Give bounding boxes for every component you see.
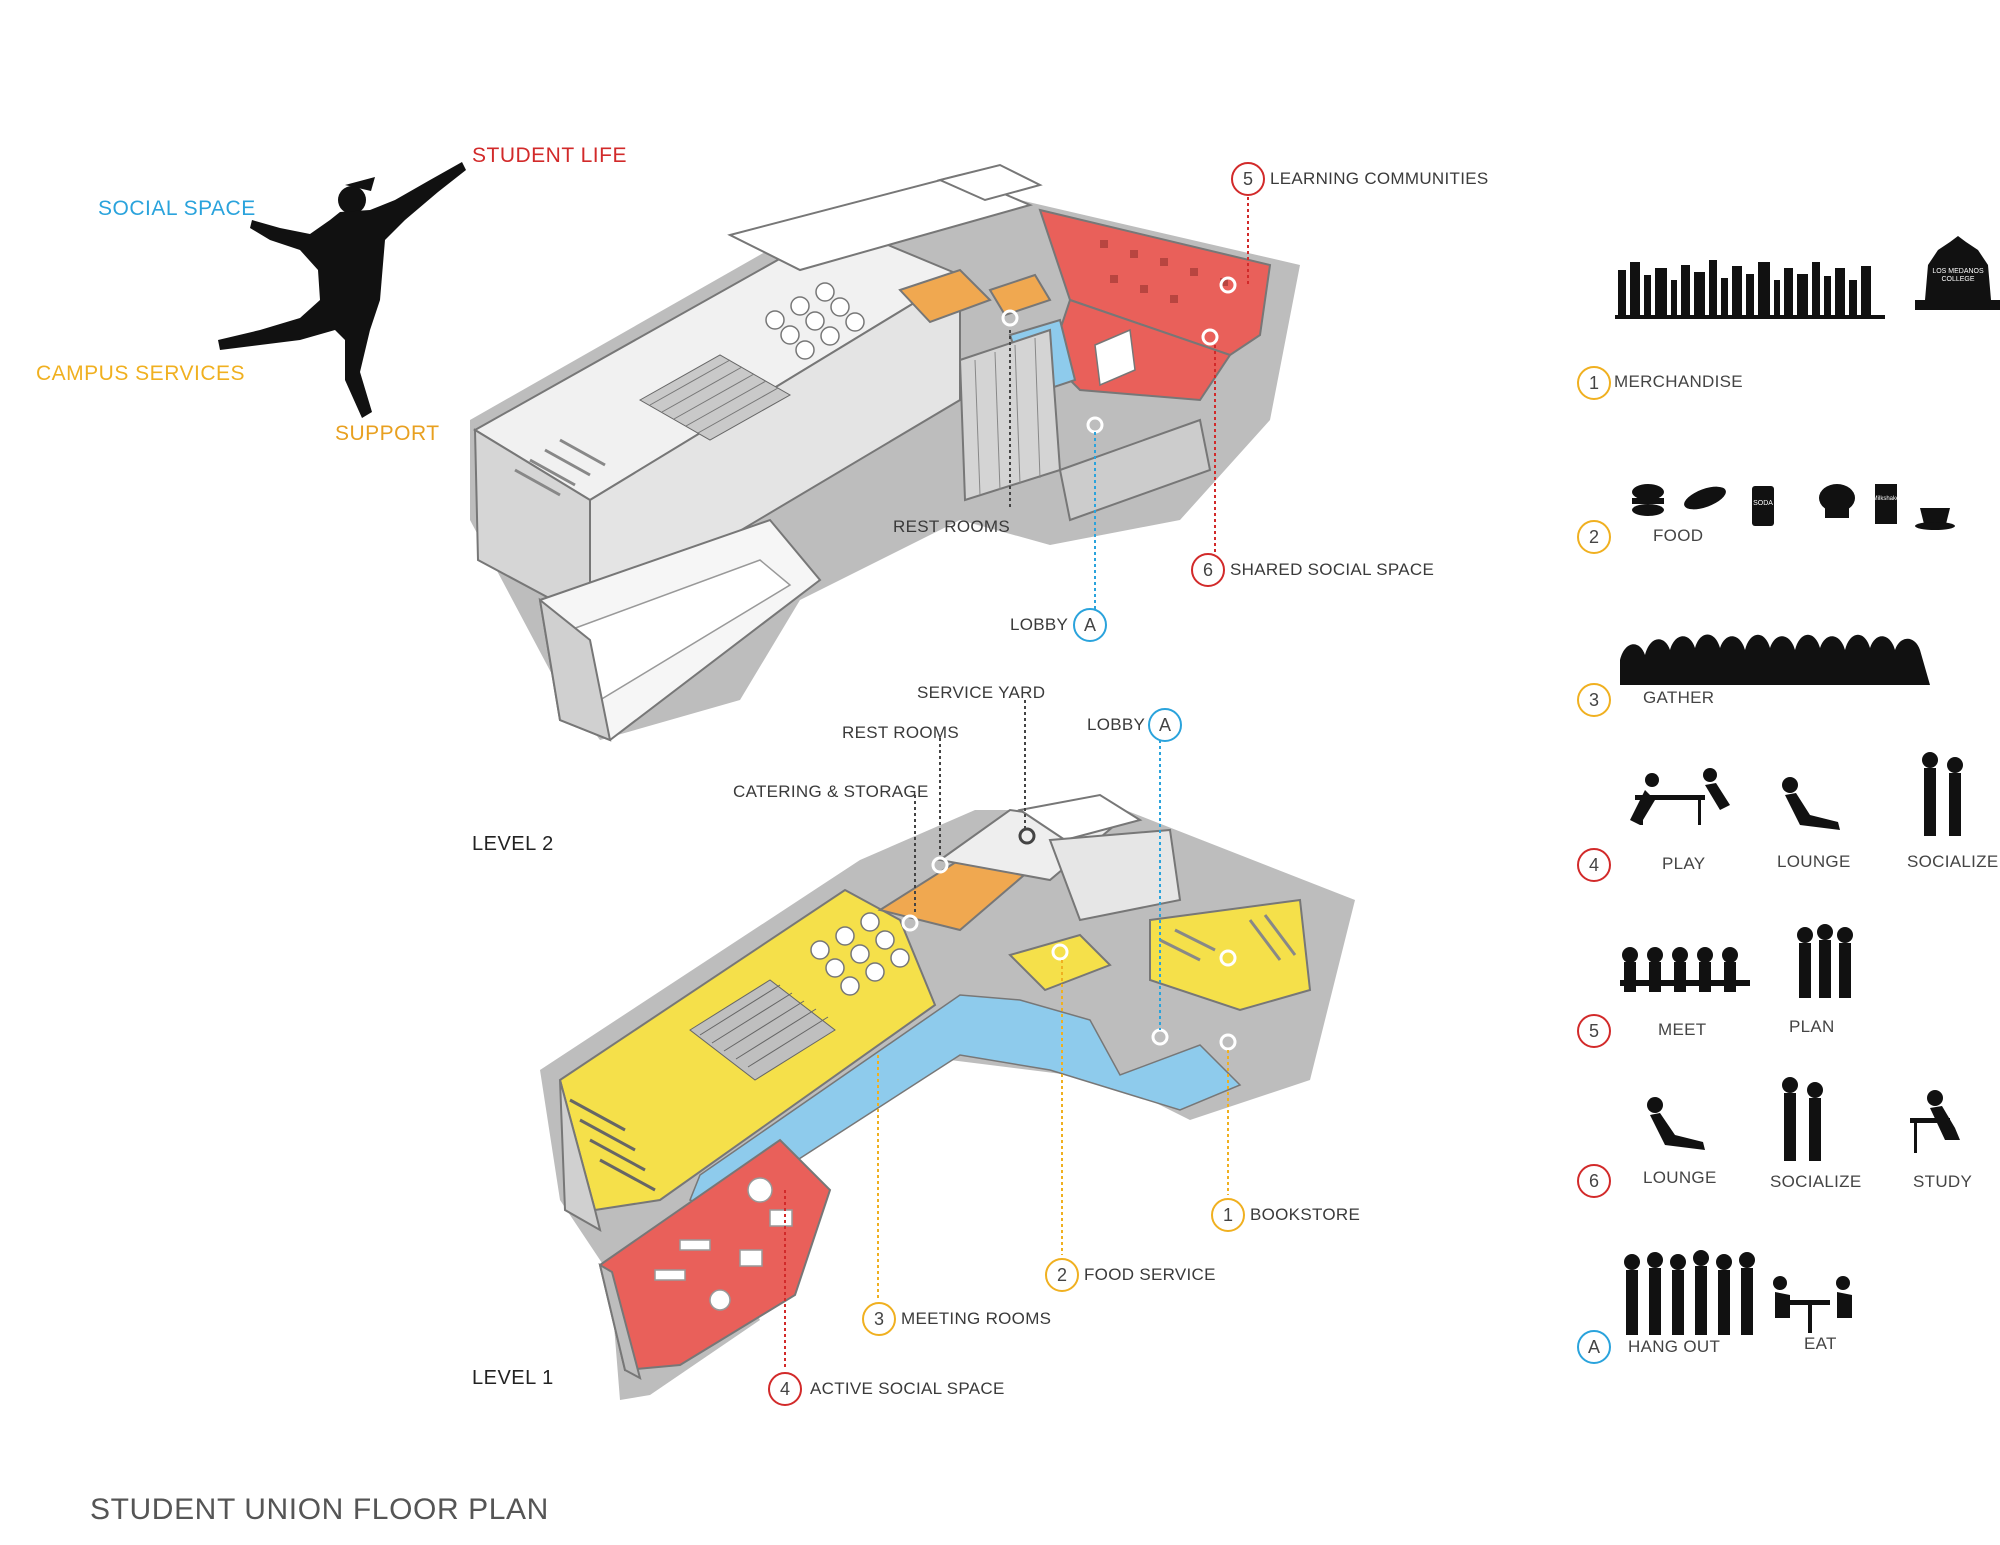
callout-number: 2 xyxy=(1045,1258,1079,1292)
activity-lounge: LOUNGE xyxy=(1777,852,1851,871)
activity-play: PLAY xyxy=(1662,854,1706,873)
cup-text: Milkshake xyxy=(1872,496,1900,502)
callout-lobby-l1: LOBBY xyxy=(1087,715,1146,734)
activity-socialize-2: SOCIALIZE xyxy=(1770,1172,1862,1191)
activity-socialize: SOCIALIZE xyxy=(1907,852,1999,871)
activity-pictograms xyxy=(1615,236,2000,1335)
activity-meet: MEET xyxy=(1658,1020,1707,1039)
activity-hang-out: HANG OUT xyxy=(1628,1337,1721,1356)
hoodie-icon xyxy=(1915,236,2000,310)
activity-food: FOOD xyxy=(1653,526,1704,545)
callout-number: 4 xyxy=(768,1372,802,1406)
callout-lobby-l2: LOBBY xyxy=(1010,615,1069,634)
activity-number: 5 xyxy=(1577,1014,1611,1048)
level1-building xyxy=(540,793,1355,1400)
callout-number: 3 xyxy=(862,1302,896,1336)
activity-plan: PLAN xyxy=(1789,1017,1835,1036)
key-student-life: STUDENT LIFE xyxy=(472,144,627,167)
books-icon xyxy=(1615,260,1885,319)
key-campus-services: CAMPUS SERVICES xyxy=(36,362,245,385)
callout-number: 6 xyxy=(1191,553,1225,587)
activity-study: STUDY xyxy=(1913,1172,1973,1191)
activity-number: 1 xyxy=(1577,366,1611,400)
meet-plan-icons xyxy=(1620,924,1853,998)
soda-text: SODA xyxy=(1753,500,1773,507)
callout-rest-rooms-l1: REST ROOMS xyxy=(842,723,959,742)
callout-catering-storage: CATERING & STORAGE xyxy=(733,782,929,801)
activity-number: 4 xyxy=(1577,848,1611,882)
lounge-socialize-study-icons xyxy=(1647,1077,1960,1161)
callout-rest-rooms-l2: REST ROOMS xyxy=(893,517,1010,536)
activity-gather: GATHER xyxy=(1643,688,1715,707)
callout-number: A xyxy=(1148,708,1182,742)
level2-building xyxy=(470,163,1300,742)
callout-meeting-rooms: MEETING ROOMS xyxy=(901,1309,1052,1328)
activity-eat: EAT xyxy=(1804,1334,1837,1353)
level2-label: LEVEL 2 xyxy=(472,833,554,855)
callout-number: A xyxy=(1073,608,1107,642)
food-icons xyxy=(1632,484,1955,530)
activity-lounge-2: LOUNGE xyxy=(1643,1168,1717,1187)
key-support: SUPPORT xyxy=(335,422,440,445)
activity-number: 2 xyxy=(1577,520,1611,554)
activity-number: 6 xyxy=(1577,1164,1611,1198)
callout-service-yard: SERVICE YARD xyxy=(917,683,1046,702)
page-title: STUDENT UNION FLOOR PLAN xyxy=(90,1493,549,1526)
level1-label: LEVEL 1 xyxy=(472,1367,554,1389)
crowd-icon xyxy=(1620,634,1930,685)
hoodie-text: LOS MEDANOS COLLEGE xyxy=(1932,268,1984,283)
callout-number: 5 xyxy=(1231,162,1265,196)
callout-number: 1 xyxy=(1211,1198,1245,1232)
callout-shared-social-space: SHARED SOCIAL SPACE xyxy=(1230,560,1435,579)
callout-active-social-space: ACTIVE SOCIAL SPACE xyxy=(810,1379,1005,1398)
play-lounge-socialize-icons xyxy=(1630,752,1963,836)
callout-learning-communities: LEARNING COMMUNITIES xyxy=(1270,169,1489,188)
hangout-eat-icons xyxy=(1624,1250,1852,1335)
graduate-silhouette-icon xyxy=(218,162,466,418)
callout-food-service: FOOD SERVICE xyxy=(1084,1265,1216,1284)
activity-number: 3 xyxy=(1577,683,1611,717)
activity-merchandise: MERCHANDISE xyxy=(1614,372,1743,391)
activity-number: A xyxy=(1577,1330,1611,1364)
key-social-space: SOCIAL SPACE xyxy=(98,197,256,220)
callout-bookstore: BOOKSTORE xyxy=(1250,1205,1361,1224)
